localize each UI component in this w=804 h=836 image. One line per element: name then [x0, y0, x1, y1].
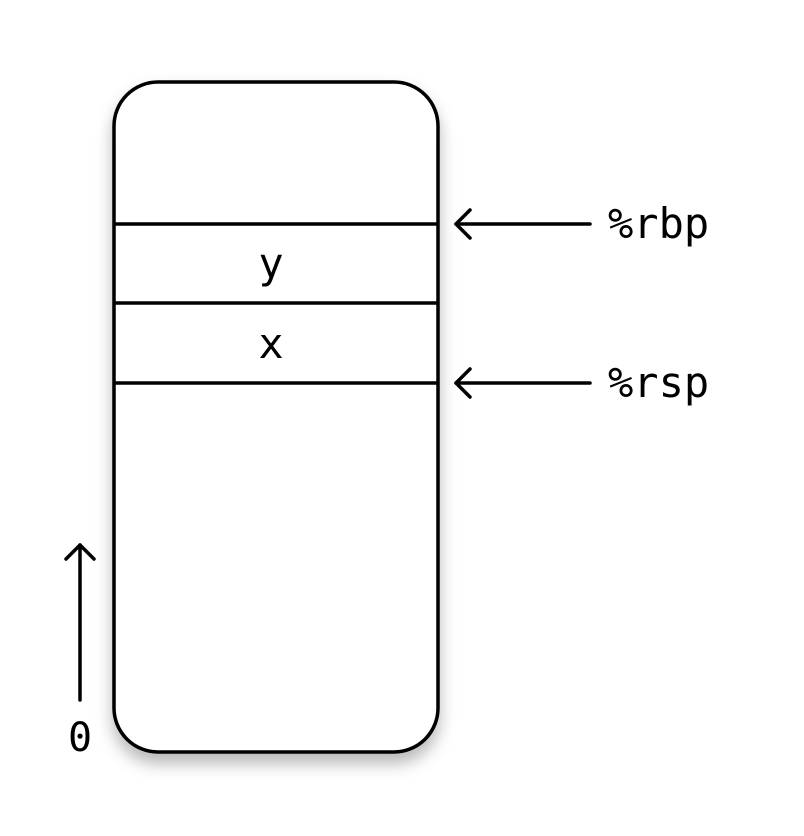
rbp-label: %rbp [608, 199, 709, 248]
rbp-arrow-icon [454, 208, 592, 240]
address-origin-label: 0 [68, 715, 92, 761]
address-up-arrow-icon [64, 543, 96, 702]
slot-label-y: y [258, 239, 283, 288]
rsp-label: %rsp [608, 358, 709, 407]
slot-label-x: x [258, 319, 283, 368]
rsp-arrow-icon [454, 367, 592, 399]
stack-body [112, 80, 440, 754]
